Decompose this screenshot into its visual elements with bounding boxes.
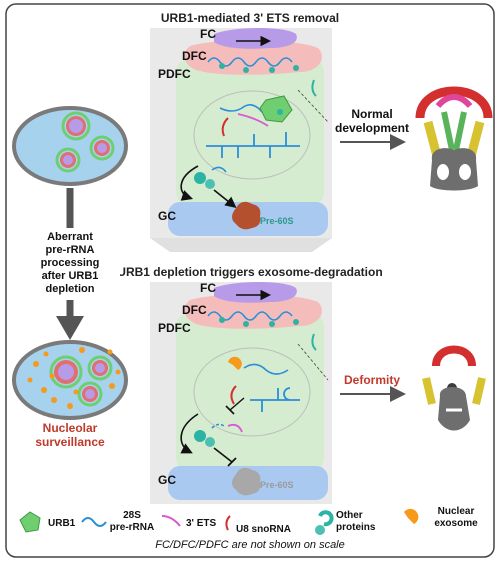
bottom-pre-rrna-strand bbox=[243, 363, 289, 375]
bottom-dfc-region bbox=[184, 294, 322, 329]
bottom-zoom-origin bbox=[311, 333, 317, 351]
surveillance-label-line1: Nucleolar bbox=[43, 421, 98, 435]
top-zoom-line bbox=[297, 89, 329, 123]
bottom-dfc-label: DFC bbox=[182, 303, 207, 317]
bottom-inhibition-line bbox=[229, 397, 245, 411]
top-fc-region bbox=[214, 28, 297, 49]
bottom-blocked-arrow bbox=[213, 447, 233, 463]
deformity-outcome-label: Deformity bbox=[344, 373, 400, 387]
top-u8-snorna bbox=[221, 117, 229, 137]
legend-u8-label: U8 snoRNA bbox=[236, 524, 291, 535]
top-pre-rrna-structure bbox=[206, 132, 300, 158]
top-dfc-region bbox=[184, 40, 322, 75]
bottom-stalled-intermediate bbox=[194, 423, 243, 447]
legend-proteins-label-line1: Other bbox=[336, 510, 363, 521]
normal-outcome-line1: Normal bbox=[351, 107, 392, 121]
normal-outcome-line2: development bbox=[335, 121, 409, 135]
bottom-panel-title: URB1 depletion triggers exosome-degradat… bbox=[117, 265, 382, 279]
top-fc-label: FC bbox=[200, 27, 216, 41]
bottom-fc-region bbox=[214, 282, 297, 303]
bottom-pre60s-particle bbox=[232, 467, 261, 496]
legend-pre-rrna-label-line2: pre-rRNA bbox=[110, 522, 154, 533]
right-column: Normal development Deformity bbox=[335, 86, 493, 431]
bottom-u8-snorna bbox=[230, 385, 237, 405]
left-arrow-label-bg bbox=[20, 228, 120, 300]
top-panel: URB1-mediated 3' ETS removal FC DFC PDFC… bbox=[150, 11, 339, 252]
legend-exosome-icon bbox=[404, 508, 419, 524]
deformed-craniofacial-cartilage bbox=[422, 345, 486, 431]
bottom-pre60s-label: Pre-60S bbox=[260, 480, 294, 490]
top-proteins-on-strand bbox=[219, 63, 299, 73]
bottom-inhibition-bar bbox=[225, 405, 235, 415]
top-export-arrow bbox=[213, 189, 237, 208]
svg-text:processing: processing bbox=[41, 257, 100, 269]
bottom-pdfc-region bbox=[176, 312, 324, 472]
bottom-blocked-bar bbox=[227, 457, 237, 467]
bottom-pdfc-label: PDFC bbox=[158, 321, 191, 335]
normal-craniofacial-cartilage bbox=[415, 86, 493, 191]
legend-exosome-label-line1: Nuclear bbox=[438, 506, 475, 517]
top-processing-zone bbox=[193, 90, 311, 180]
legend-urb1-label: URB1 bbox=[48, 518, 76, 529]
legend-urb1-icon bbox=[19, 511, 41, 533]
top-zoom-origin bbox=[311, 79, 317, 97]
bottom-nuclear-exosome bbox=[228, 356, 242, 370]
footnote: FC/DFC/PDFC are not shown on scale bbox=[155, 539, 345, 551]
bottom-zoom-line bbox=[297, 343, 329, 381]
svg-text:pre-rRNA: pre-rRNA bbox=[46, 244, 95, 256]
surveillance-exosome-dots bbox=[27, 347, 121, 409]
left-progression-arrowhead bbox=[56, 316, 84, 340]
bottom-maturation-arrow bbox=[180, 413, 199, 454]
left-column: Aberrant pre-rRNA processing after URB1 … bbox=[12, 106, 128, 449]
bottom-processing-zone bbox=[193, 347, 311, 437]
bottom-panel: URB1 depletion triggers exosome-degradat… bbox=[117, 265, 383, 504]
left-arrow-label: Aberrant pre-rRNA processing after URB1 … bbox=[41, 231, 100, 295]
svg-text:after URB1: after URB1 bbox=[42, 270, 99, 282]
normal-nucleoli bbox=[55, 111, 115, 173]
normal-nucleus bbox=[12, 106, 128, 186]
legend-3ets-icon bbox=[161, 515, 181, 527]
svg-text:Aberrant: Aberrant bbox=[47, 231, 93, 243]
bottom-gc-label: GC bbox=[158, 473, 176, 487]
top-pre-rrna-strand bbox=[219, 104, 263, 113]
legend-proteins-label-line2: proteins bbox=[336, 522, 376, 533]
top-panel-title: URB1-mediated 3' ETS removal bbox=[161, 11, 339, 25]
top-urb1-partner bbox=[277, 109, 283, 115]
legend-pre-rrna-icon bbox=[81, 517, 107, 527]
top-pre60s-particle bbox=[232, 201, 261, 230]
surveillance-nucleoli bbox=[49, 355, 113, 407]
surveillance-label-line2: surveillance bbox=[35, 435, 105, 449]
legend-proteins-dot bbox=[315, 525, 325, 535]
legend: URB1 28S pre-rRNA 3' ETS U8 snoRNA Other… bbox=[19, 506, 478, 535]
legend-pre-rrna-label-line1: 28S bbox=[123, 510, 141, 521]
bottom-aberrant-structure bbox=[250, 387, 300, 412]
top-maturation-arrow bbox=[180, 165, 199, 201]
legend-exosome-label-line2: exosome bbox=[434, 518, 478, 529]
top-gc-label: GC bbox=[158, 209, 176, 223]
svg-text:depletion: depletion bbox=[46, 283, 95, 295]
bottom-proteins-on-strand bbox=[219, 317, 299, 327]
legend-proteins-icon bbox=[318, 510, 334, 527]
top-3ets-strand bbox=[237, 113, 269, 127]
bottom-fc-label: FC bbox=[200, 281, 216, 295]
top-pdfc-label: PDFC bbox=[158, 67, 191, 81]
top-pre60s-intermediate bbox=[194, 166, 227, 189]
top-pdfc-region bbox=[176, 58, 324, 206]
legend-u8-icon bbox=[225, 515, 231, 531]
top-pre60s-label: Pre-60S bbox=[260, 216, 294, 226]
top-dfc-label: DFC bbox=[182, 49, 207, 63]
top-panel-shadow bbox=[150, 238, 332, 252]
top-urb1-complex bbox=[259, 95, 293, 123]
legend-3ets-label: 3' ETS bbox=[186, 518, 216, 529]
